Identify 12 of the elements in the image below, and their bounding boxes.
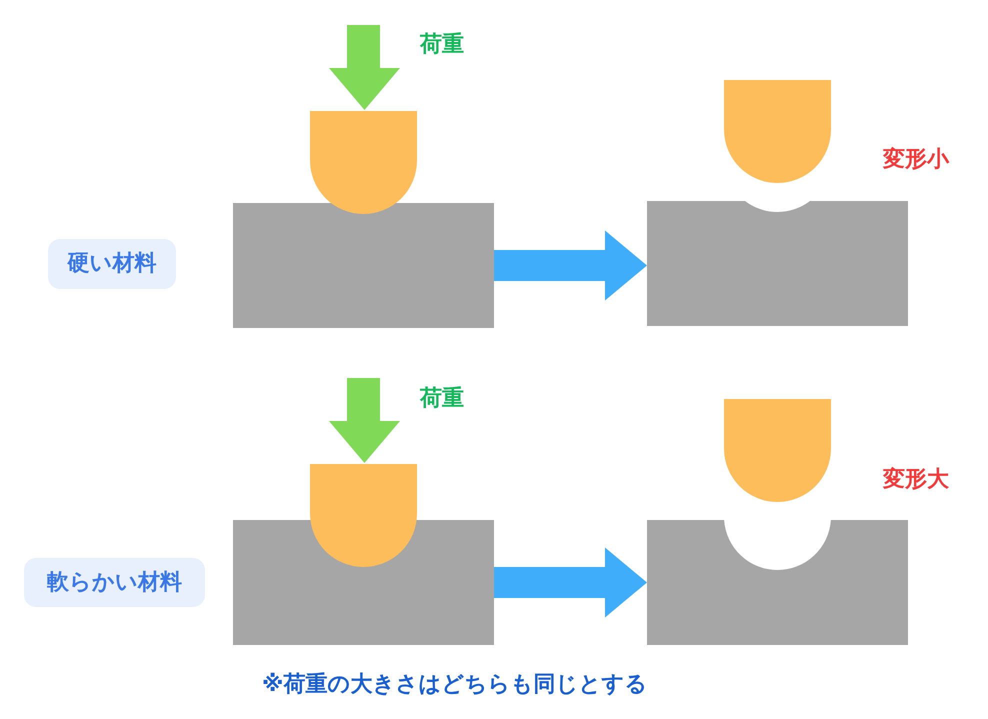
block-arrow: [494, 230, 647, 300]
deformation-label: 変形小: [883, 146, 949, 174]
material-block: [647, 201, 908, 326]
material-block: [233, 203, 494, 328]
load-label: 荷重: [420, 31, 464, 58]
deformation-label: 変形大: [883, 466, 949, 494]
material-block: [647, 520, 908, 645]
note-text: ※荷重の大きさはどちらも同じとする: [262, 671, 648, 698]
load-label: 荷重: [420, 385, 464, 412]
block-arrow: [494, 548, 647, 618]
material-text: 軟らかい材料: [47, 572, 182, 594]
material-text: 硬い材料: [68, 253, 156, 275]
